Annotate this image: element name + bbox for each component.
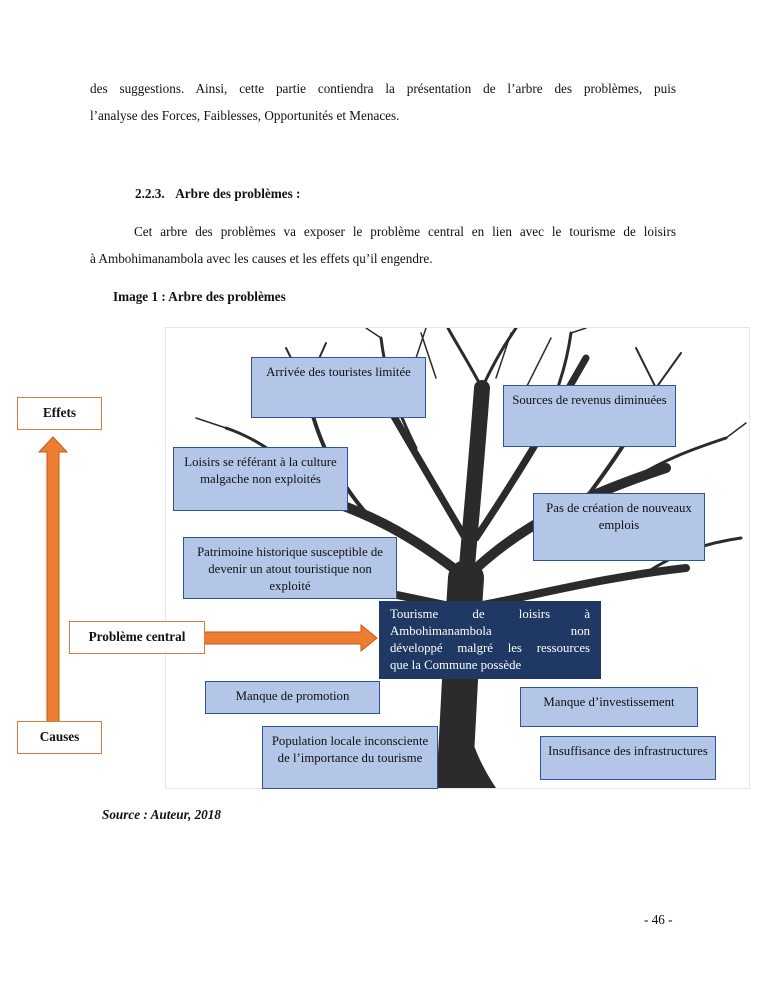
problem-tree-figure: Arrivée des touristes limitée Sources de… [165,327,750,789]
section-number: 2.2.3. [135,186,165,201]
central-problem-label: Problème central [69,621,205,654]
figure-source: Source : Auteur, 2018 [102,807,221,822]
cause-box-infrastructure: Insuffisance des infrastructures [540,736,716,780]
central-problem-arrow [203,624,378,652]
section-title: Arbre des problèmes : [175,186,301,201]
effect-box-tourist-arrivals: Arrivée des touristes limitée [251,357,426,418]
causes-label: Causes [17,721,102,754]
text-line: Ambohimanambola non [390,624,590,638]
text-line: développé malgré les ressources [390,641,590,655]
effect-box-revenue: Sources de revenus diminuées [503,385,676,447]
text-line: à Ambohimanambola avec les causes et les… [90,251,433,266]
body-paragraph: Cet arbre des problèmes va exposer le pr… [90,218,676,272]
text-line: l’analyse des Forces, Faiblesses, Opport… [90,108,400,123]
cause-box-promotion: Manque de promotion [205,681,380,714]
effects-label: Effets [17,397,102,430]
effect-box-jobs: Pas de création de nouveaux emplois [533,493,705,561]
intro-paragraph: des suggestions. Ainsi, cette partie con… [90,75,676,129]
text-line: que la Commune possède [390,658,522,672]
effect-box-heritage: Patrimoine historique susceptible de dev… [183,537,397,599]
page-number: - 46 - [644,912,673,927]
central-problem-box: Tourisme de loisirs à Ambohimanambola no… [379,601,601,679]
causes-to-effects-arrow [38,436,68,726]
figure-caption: Image 1 : Arbre des problèmes [113,289,286,304]
text-line: Tourisme de loisirs à [390,607,590,621]
cause-box-investment: Manque d’investissement [520,687,698,727]
text-line: Cet arbre des problèmes va exposer le pr… [134,224,676,239]
section-heading: 2.2.3. Arbre des problèmes : [135,186,300,202]
text-line: des suggestions. Ainsi, cette partie con… [90,81,676,96]
cause-box-local-awareness: Population locale inconsciente de l’impo… [262,726,438,789]
effect-box-culture-leisure: Loisirs se référant à la culture malgach… [173,447,348,511]
